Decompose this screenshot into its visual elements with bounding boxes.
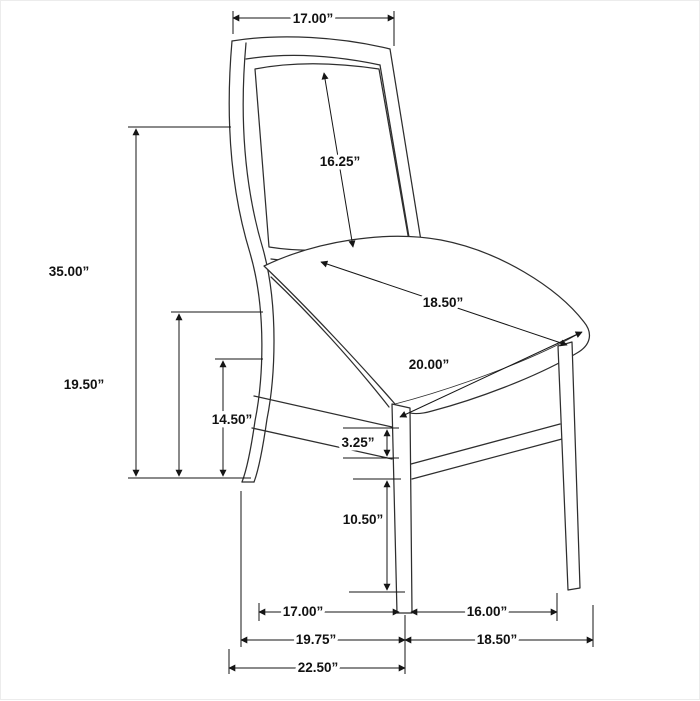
dimension-line — [321, 72, 356, 248]
chair-drawing — [228, 36, 591, 614]
dim-overall-depth: 22.50” — [228, 657, 406, 679]
right-post-inner — [379, 64, 411, 244]
dim-seat-width: 20.00” — [399, 331, 583, 418]
dim-base-depth: 19.75” — [240, 629, 406, 651]
right-post-outer — [389, 48, 423, 248]
dim-leg-spacing-front: 16.00” — [410, 601, 558, 623]
dim-back-panel-diagonal: 16.25” — [316, 72, 364, 248]
dim-label-leg-spacing-side: 17.00” — [283, 604, 324, 619]
back-post-inner — [242, 42, 275, 483]
dim-label-leg-spacing-front: 16.00” — [467, 604, 508, 619]
dim-label-seat-depth: 18.50” — [423, 295, 464, 310]
dim-stretcher-thickness: 3.25” — [338, 427, 399, 459]
front-stretcher-top — [410, 423, 561, 465]
dim-label-back-panel-diagonal: 16.25” — [320, 154, 361, 169]
front-right-leg — [557, 341, 581, 591]
dim-label-seat-height: 14.50” — [212, 412, 253, 427]
top-rail-upper-edge — [231, 36, 391, 50]
dim-label-base-width: 18.50” — [477, 632, 518, 647]
dim-seat-height: 14.50” — [208, 358, 263, 477]
dim-label-seat-width: 20.00” — [409, 357, 450, 372]
top-rail-lower-edge — [245, 54, 381, 66]
front-stretcher-bottom — [411, 438, 563, 480]
dimension-line — [320, 260, 568, 347]
dim-label-overall-depth: 22.50” — [298, 660, 339, 675]
dim-back-height: 19.50” — [60, 311, 263, 477]
seat-cushion — [263, 235, 591, 415]
dim-label-base-depth: 19.75” — [296, 632, 337, 647]
dim-stretcher-floor-clearance: 10.50” — [339, 478, 405, 593]
dim-label-overall-height: 35.00” — [49, 264, 90, 279]
dim-back-top-width: 17.00” — [232, 8, 395, 46]
dim-label-stretcher-thickness: 3.25” — [341, 435, 374, 450]
dimension-annotations: 17.00” 16.25” 35.00” 19.50” 14.50” — [45, 8, 594, 679]
back-post-outer — [228, 40, 263, 483]
dim-label-stretcher-floor-clearance: 10.50” — [343, 512, 384, 527]
dim-label-back-top-width: 17.00” — [293, 11, 334, 26]
left-stretcher-top — [253, 395, 393, 428]
dim-overall-height: 35.00” — [45, 126, 251, 479]
dim-seat-depth: 18.50” — [320, 260, 568, 347]
dim-leg-spacing-side: 17.00” — [258, 601, 400, 623]
dim-base-width: 18.50” — [404, 629, 594, 651]
dimension-line — [399, 331, 583, 418]
front-left-leg — [391, 403, 413, 614]
left-stretcher-bottom — [251, 427, 393, 460]
dim-label-back-height: 19.50” — [64, 377, 105, 392]
